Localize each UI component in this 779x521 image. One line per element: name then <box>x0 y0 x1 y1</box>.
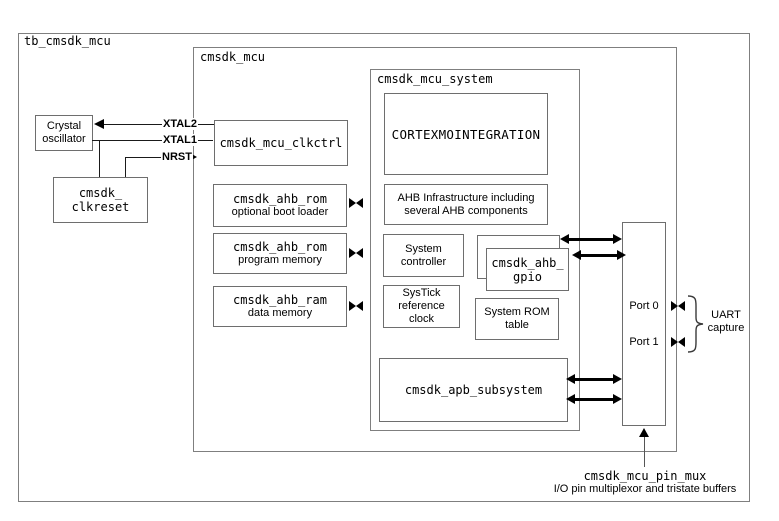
nrst-wire <box>125 157 189 158</box>
gpio-line2: gpio <box>513 269 542 284</box>
apb-subsystem-box: cmsdk_apb_subsystem <box>379 358 568 422</box>
systick-line2: reference <box>398 300 445 312</box>
cortexm-integration-box: CORTEXMOINTEGRATION <box>384 93 548 175</box>
mcu-label: cmsdk_mcu <box>198 50 268 64</box>
clkreset-line1: cmsdk_ <box>78 186 123 200</box>
xtal2-signal-label: XTAL2 <box>161 118 199 130</box>
ahb-infrastructure-line2: several AHB components <box>404 204 528 217</box>
rom-program-desc: program memory <box>238 254 322 266</box>
nrst-signal-label: NRST <box>161 151 193 163</box>
bowtie-connector-icon <box>671 337 685 348</box>
systick-line1: SysTick <box>402 287 441 299</box>
crystal-oscillator-line2: oscillator <box>42 133 86 145</box>
xtal1-clkreset-wire <box>99 140 100 177</box>
crystal-oscillator-box: Crystal oscillator <box>35 115 93 151</box>
uart-capture-label: UART capture <box>700 309 752 335</box>
system-controller-line2: controller <box>400 255 447 268</box>
clkctrl-box: cmsdk_mcu_clkctrl <box>214 120 348 166</box>
apb-subsystem-label: cmsdk_apb_subsystem <box>404 383 543 397</box>
pin-mux-caption-name: cmsdk_mcu_pin_mux <box>583 469 707 483</box>
gpio-line1: cmsdk_ahb_ <box>491 255 564 270</box>
port0-label: Port 0 <box>629 300 659 312</box>
xtal1-wire <box>92 140 213 141</box>
bidirectional-arrow-icon <box>566 374 622 384</box>
ram-data-name: cmsdk_ahb_ram <box>233 293 327 307</box>
gpio-box: cmsdk_ahb_ gpio <box>486 248 569 291</box>
testbench-label: tb_cmsdk_mcu <box>22 34 113 48</box>
mcu-box <box>193 47 677 452</box>
rom-bootloader-box: cmsdk_ahb_rom optional boot loader <box>213 184 347 227</box>
ahb-infrastructure-box: AHB Infrastructure including several AHB… <box>384 184 548 225</box>
systick-box: SysTick reference clock <box>383 285 460 328</box>
xtal2-wire <box>101 124 214 125</box>
rom-bootloader-desc: optional boot loader <box>231 206 329 218</box>
bowtie-connector-icon <box>349 198 363 209</box>
pin-mux-caption-desc: I/O pin multiplexor and tristate buffers <box>553 483 737 495</box>
pin-mux-caption: cmsdk_mcu_pin_mux I/O pin multiplexor an… <box>533 470 757 496</box>
curly-brace-icon <box>687 295 704 353</box>
rom-table-box: System ROM table <box>475 298 559 340</box>
cortexm-integration-label: CORTEXMOINTEGRATION <box>391 126 541 142</box>
xtal1-signal-label: XTAL1 <box>161 134 199 146</box>
bidirectional-arrow-icon <box>560 234 622 244</box>
rom-program-name: cmsdk_ahb_rom <box>233 240 327 254</box>
systick-line3: clock <box>408 313 435 325</box>
crystal-oscillator-line1: Crystal <box>46 120 82 132</box>
bidirectional-arrow-icon <box>572 250 626 260</box>
clkreset-box: cmsdk_ clkreset <box>53 177 148 223</box>
bowtie-connector-icon <box>349 301 363 312</box>
uart-capture-line1: UART <box>711 309 741 321</box>
ram-data-desc: data memory <box>247 307 313 319</box>
bowtie-connector-icon <box>349 248 363 259</box>
pin-mux-box <box>622 222 666 426</box>
ahb-infrastructure-line1: AHB Infrastructure including <box>397 191 535 204</box>
testbench-box <box>18 33 750 502</box>
uart-capture-line2: capture <box>707 322 745 334</box>
rom-table-line2: table <box>505 319 529 331</box>
clkctrl-label: cmsdk_mcu_clkctrl <box>219 136 343 150</box>
bowtie-connector-icon <box>671 301 685 312</box>
up-arrow-icon <box>639 428 649 437</box>
nrst-clkreset-wire <box>125 157 126 177</box>
clkreset-line2: clkreset <box>71 200 130 214</box>
system-controller-line1: System <box>405 242 442 255</box>
port1-label: Port 1 <box>629 336 659 348</box>
system-label: cmsdk_mcu_system <box>375 72 495 86</box>
xtal2-arrowhead-icon <box>94 119 104 129</box>
system-controller-box: System controller <box>383 234 464 277</box>
rom-program-box: cmsdk_ahb_rom program memory <box>213 233 347 274</box>
rom-table-line1: System ROM <box>484 306 550 318</box>
rom-bootloader-name: cmsdk_ahb_rom <box>233 192 327 206</box>
bidirectional-arrow-icon <box>566 394 622 404</box>
ram-data-box: cmsdk_ahb_ram data memory <box>213 286 347 327</box>
pin-mux-pointer-line <box>644 436 645 467</box>
